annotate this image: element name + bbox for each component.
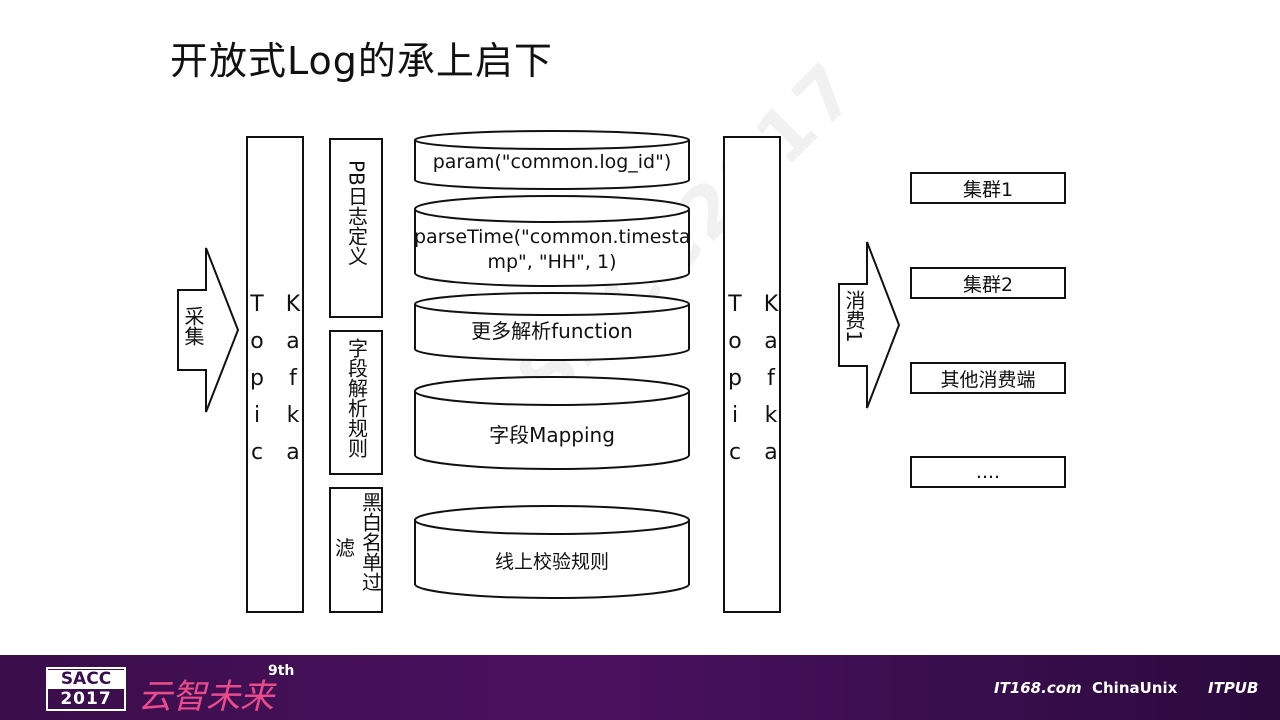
topic-left-letter: i xyxy=(253,403,261,428)
parse-time-label-1: parseTime("common.timesta xyxy=(414,226,691,248)
online-check-label: 线上校验规则 xyxy=(494,551,609,573)
kafka-right-letter: a xyxy=(764,440,778,465)
pb-definition-box xyxy=(329,138,383,318)
topic-left-letter: T xyxy=(250,292,264,317)
kafka-left-letter: K xyxy=(285,292,301,317)
sponsor-itpub: ITPUB xyxy=(1208,679,1259,697)
consume-label-text: 消费1 xyxy=(842,290,866,343)
mapping-cylinder: 字段Mapping xyxy=(414,376,690,470)
param-cylinder: param("common.log_id") xyxy=(414,130,690,190)
topic-right-letter: o xyxy=(728,329,742,354)
blackwhite-filter-tail: 滤 xyxy=(333,538,357,559)
kafka-right-letter: k xyxy=(764,403,778,428)
topic-left-letters: T o p i c xyxy=(249,294,265,464)
topic-left-letter: c xyxy=(250,440,264,465)
kafka-right-letter: f xyxy=(767,366,775,391)
topic-left-letter: o xyxy=(250,329,264,354)
topic-right-letter: T xyxy=(728,292,742,317)
topic-right-letter: c xyxy=(728,440,742,465)
field-parse-rules-box xyxy=(329,330,383,475)
kafka-left-letter: a xyxy=(286,440,300,465)
kafka-left-letter: f xyxy=(289,366,297,391)
sacc-logo: SACC 2017 xyxy=(46,667,126,711)
consumer-other: 其他消费端 xyxy=(910,362,1066,394)
footer-banner: SACC 2017 云智未来 9th IT168.com ChinaUnix I… xyxy=(0,655,1280,720)
kafka-right-letter: a xyxy=(764,329,778,354)
kafka-left-letters: K a f k a xyxy=(285,294,301,464)
sacc-logo-year: 2017 xyxy=(60,689,112,709)
sponsor-chinaunix: ChinaUnix xyxy=(1092,679,1178,697)
more-parse-cylinder: 更多解析function xyxy=(414,292,690,362)
kafka-right-letter: K xyxy=(763,292,779,317)
kafka-left-letter: a xyxy=(286,329,300,354)
consumer-cluster-2: 集群2 xyxy=(910,267,1066,299)
pb-definition-label: PB日志定义 xyxy=(344,160,369,266)
slogan: 云智未来 xyxy=(138,677,274,717)
field-parse-rules-label: 字段解析规则 xyxy=(344,338,369,458)
online-check-cylinder: 线上校验规则 xyxy=(414,505,690,599)
sacc-logo-top: SACC xyxy=(48,670,124,689)
topic-left-letter: p xyxy=(250,366,264,391)
more-parse-label: 更多解析function xyxy=(471,319,633,343)
kafka-topic-right-box xyxy=(723,136,781,613)
slogan-edition: 9th xyxy=(268,663,295,679)
kafka-right-letters: K a f k a xyxy=(763,294,779,464)
parse-time-cylinder: parseTime("common.timesta mp", "HH", 1) xyxy=(414,195,690,287)
topic-right-letter: p xyxy=(728,366,742,391)
page-title: 开放式Log的承上启下 xyxy=(170,39,553,83)
parse-time-label-2: mp", "HH", 1) xyxy=(487,251,617,273)
collect-label: 采集 xyxy=(181,306,205,346)
consumer-more: .... xyxy=(910,456,1066,488)
consume-label: 消费1 xyxy=(842,290,866,343)
consume-arrow: 消费1 xyxy=(837,240,901,410)
consumer-cluster-1: 集群1 xyxy=(910,172,1066,204)
collect-label-text: 采集 xyxy=(181,306,205,346)
mapping-label: 字段Mapping xyxy=(489,423,615,447)
blackwhite-filter-label: 黑白名单过 xyxy=(358,492,383,592)
collect-arrow: 采集 xyxy=(176,246,240,414)
topic-right-letter: i xyxy=(731,403,739,428)
param-label: param("common.log_id") xyxy=(432,151,672,173)
kafka-topic-left-box xyxy=(246,136,304,613)
topic-right-letters: T o p i c xyxy=(727,294,743,464)
blackwhite-filter-tail-text: 滤 xyxy=(335,536,355,560)
kafka-left-letter: k xyxy=(286,403,300,428)
blackwhite-filter-text: 黑白名单过 xyxy=(358,492,383,592)
pb-definition-text: PB日志定义 xyxy=(344,160,369,266)
blackwhite-filter-box xyxy=(329,487,383,613)
field-parse-rules-text: 字段解析规则 xyxy=(344,338,369,458)
sponsor-it168: IT168.com xyxy=(994,679,1082,697)
